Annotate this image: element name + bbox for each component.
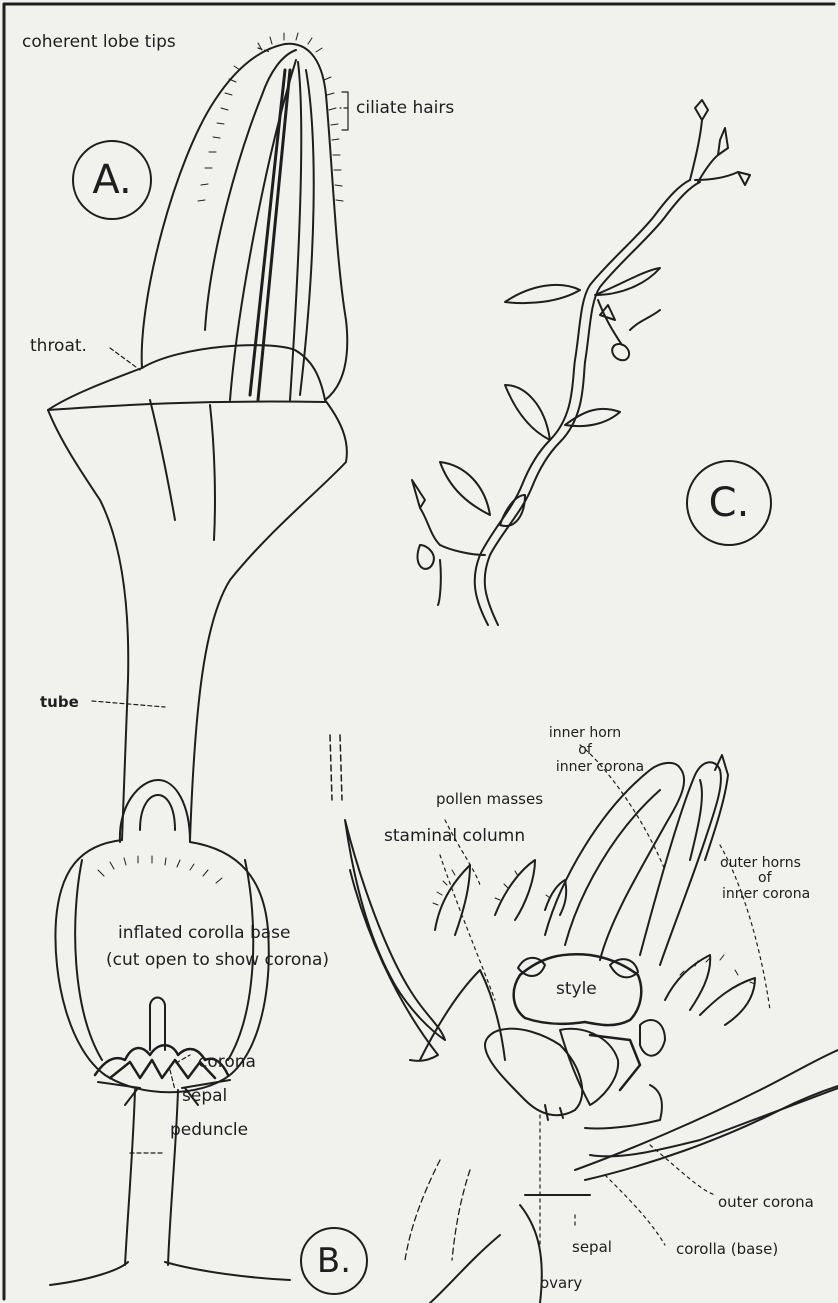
outer-horn — [665, 955, 755, 1025]
label-outer-horns-3: inner corona — [722, 887, 810, 901]
leaf — [505, 268, 660, 303]
label-style: style — [556, 981, 597, 998]
figure-a-flower-drawing — [45, 33, 348, 1303]
label-inner-horn-3: inner corona — [538, 760, 662, 774]
label-pollen-masses: pollen masses — [436, 792, 543, 807]
outer-lobe-left — [345, 820, 445, 1040]
label-inflated-line2: (cut open to show corona) — [106, 952, 329, 969]
peduncle-stalk — [125, 1090, 178, 1265]
label-inner-horn-1: inner horn — [540, 726, 630, 740]
label-staminal-column: staminal column — [384, 828, 525, 845]
label-outer-corona: outer corona — [718, 1195, 814, 1210]
label-inflated-line1: inflated corolla base — [118, 925, 291, 942]
label-tube: tube — [40, 695, 79, 710]
label-sepal-a: sepal — [182, 1088, 227, 1105]
figure-b-detail-drawing — [330, 735, 838, 1303]
label-outer-horns-2: of — [758, 871, 772, 885]
label-ciliate-hairs: ciliate hairs — [356, 100, 454, 117]
pollen-mass — [518, 958, 638, 977]
figure-a-badge: A. — [72, 140, 152, 220]
lobe-dark-fold — [250, 70, 290, 400]
label-inner-horn-2: of — [540, 743, 630, 757]
label-corolla-base: corolla (base) — [676, 1242, 778, 1257]
leaf — [505, 385, 620, 440]
label-outer-horns-1: outer horns — [720, 856, 801, 870]
main-stem — [475, 180, 690, 625]
corolla-lobes — [142, 44, 348, 400]
figure-b-badge: B. — [300, 1227, 368, 1295]
label-throat: throat. — [30, 338, 87, 355]
label-ovary: ovary — [540, 1276, 582, 1291]
figure-c-badge: C. — [686, 460, 772, 546]
corolla-base-curve — [575, 1050, 838, 1170]
label-peduncle: peduncle — [170, 1122, 248, 1139]
ovary-right — [560, 1029, 618, 1105]
leaf — [440, 462, 525, 526]
ovary-left — [485, 1029, 582, 1116]
hairs-inside-base — [98, 856, 222, 883]
figure-c-sprig-drawing — [412, 100, 750, 625]
label-sepal-b: sepal — [572, 1240, 612, 1255]
ciliate-hair-ticks — [198, 33, 343, 201]
label-coherent-lobe-tips: coherent lobe tips — [22, 34, 176, 51]
corolla-throat — [48, 368, 142, 840]
pollen-mass — [640, 1020, 665, 1056]
inner-horn — [545, 763, 684, 960]
label-corona-a: corona — [198, 1054, 256, 1071]
